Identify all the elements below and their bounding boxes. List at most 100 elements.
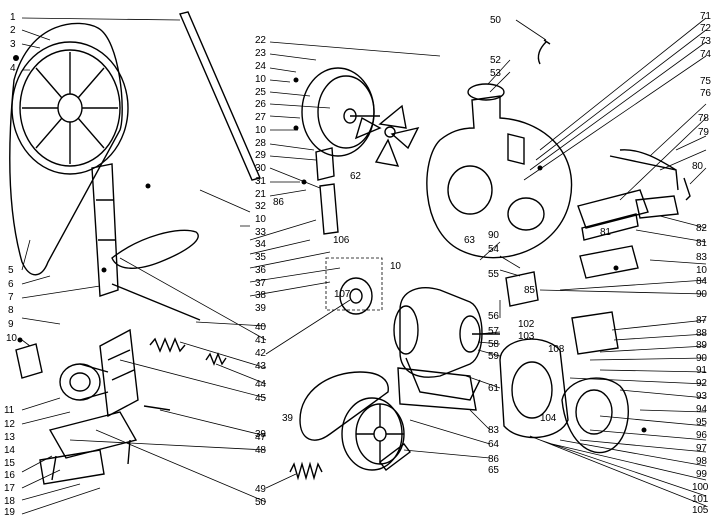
v-belt-small bbox=[111, 229, 199, 269]
label-95: 95 bbox=[696, 417, 707, 428]
label-10-f: 10 bbox=[390, 261, 401, 272]
shaft-46 bbox=[143, 405, 171, 411]
base-plate bbox=[48, 411, 138, 481]
terminal-block bbox=[505, 271, 539, 307]
label-22: 22 bbox=[255, 35, 266, 46]
label-53: 53 bbox=[490, 68, 501, 79]
small-motor bbox=[59, 363, 109, 401]
label-59: 59 bbox=[488, 351, 499, 362]
label-6: 6 bbox=[8, 279, 14, 290]
label-50-a: 50 bbox=[255, 497, 266, 508]
label-91: 91 bbox=[696, 365, 707, 376]
label-62: 62 bbox=[350, 171, 361, 182]
label-45: 45 bbox=[255, 393, 266, 404]
label-64: 64 bbox=[488, 439, 499, 450]
motor-bracket-left bbox=[99, 328, 139, 418]
callout-box-107 bbox=[325, 257, 383, 311]
label-58: 58 bbox=[488, 339, 499, 350]
large-pulley bbox=[11, 41, 129, 175]
label-24: 24 bbox=[255, 61, 266, 72]
label-39-a: 39 bbox=[255, 303, 266, 314]
label-72: 72 bbox=[700, 23, 711, 34]
label-48: 48 bbox=[255, 445, 266, 456]
label-57: 57 bbox=[488, 326, 499, 337]
label-13: 13 bbox=[4, 432, 15, 443]
label-89: 89 bbox=[696, 340, 707, 351]
blower-housing bbox=[426, 83, 573, 259]
label-86-a: 86 bbox=[273, 197, 284, 208]
label-31: 31 bbox=[255, 176, 266, 187]
adjusting-rod bbox=[111, 283, 201, 321]
label-47: 47 bbox=[255, 432, 266, 443]
label-82: 82 bbox=[696, 223, 707, 234]
label-43: 43 bbox=[255, 361, 266, 372]
label-74: 74 bbox=[700, 49, 711, 60]
hook-60 bbox=[537, 39, 551, 65]
spring-43 bbox=[149, 337, 186, 353]
label-85: 85 bbox=[524, 285, 535, 296]
label-73: 73 bbox=[700, 36, 711, 47]
label-38: 38 bbox=[255, 290, 266, 301]
motor-pulley bbox=[339, 277, 373, 315]
label-36: 36 bbox=[255, 265, 266, 276]
label-32: 32 bbox=[255, 201, 266, 212]
label-83-b: 83 bbox=[696, 252, 707, 263]
label-97: 97 bbox=[696, 443, 707, 454]
fan-blade bbox=[354, 104, 420, 167]
label-99: 99 bbox=[696, 469, 707, 480]
label-83-a: 83 bbox=[488, 425, 499, 436]
label-71: 71 bbox=[700, 11, 711, 22]
label-87: 87 bbox=[696, 315, 707, 326]
bracket-87 bbox=[571, 311, 619, 355]
label-86-b: 86 bbox=[488, 454, 499, 465]
label-39-c: 39 bbox=[282, 413, 293, 424]
label-75: 75 bbox=[700, 76, 711, 87]
link-65 bbox=[379, 443, 411, 471]
label-108: 108 bbox=[548, 344, 565, 355]
label-11: 11 bbox=[4, 405, 14, 416]
label-1: 1 bbox=[10, 12, 16, 23]
label-9: 9 bbox=[8, 319, 14, 330]
label-4: 4 bbox=[10, 63, 16, 74]
label-94: 94 bbox=[696, 404, 707, 415]
label-39-b: 39 bbox=[255, 429, 266, 440]
label-7: 7 bbox=[8, 292, 14, 303]
gear-housing bbox=[499, 338, 629, 454]
label-30: 30 bbox=[255, 163, 266, 174]
label-90-c: 90 bbox=[696, 353, 707, 364]
label-15: 15 bbox=[4, 458, 15, 469]
label-44: 44 bbox=[255, 379, 266, 390]
label-106: 106 bbox=[333, 235, 350, 246]
blower-wheel bbox=[301, 67, 380, 157]
label-10-c: 10 bbox=[255, 125, 266, 136]
belt-bracket-arm bbox=[91, 163, 119, 297]
label-103: 103 bbox=[518, 331, 535, 342]
label-107: 107 bbox=[334, 289, 351, 300]
label-54: 54 bbox=[488, 244, 499, 255]
label-56: 56 bbox=[488, 311, 499, 322]
label-34: 34 bbox=[255, 239, 266, 250]
label-10-e: 10 bbox=[696, 265, 707, 276]
label-105: 105 bbox=[692, 505, 709, 516]
label-101: 101 bbox=[692, 494, 709, 505]
label-79: 79 bbox=[698, 127, 709, 138]
label-90-b: 90 bbox=[696, 289, 707, 300]
label-21: 21 bbox=[255, 189, 266, 200]
label-17: 17 bbox=[4, 483, 15, 494]
label-78: 78 bbox=[698, 113, 709, 124]
bracket-28 bbox=[315, 147, 335, 181]
belt-83 bbox=[299, 371, 389, 441]
label-81-a: 81 bbox=[696, 238, 707, 249]
spring-44 bbox=[205, 352, 227, 366]
label-55: 55 bbox=[488, 269, 499, 280]
drive-belt-large bbox=[9, 22, 123, 276]
label-80: 80 bbox=[692, 161, 703, 172]
label-10-b: 10 bbox=[255, 74, 266, 85]
label-35: 35 bbox=[255, 252, 266, 263]
label-65: 65 bbox=[488, 465, 499, 476]
label-26: 26 bbox=[255, 99, 266, 110]
hardware-fasteners bbox=[13, 55, 647, 433]
leader-lines bbox=[21, 17, 707, 515]
